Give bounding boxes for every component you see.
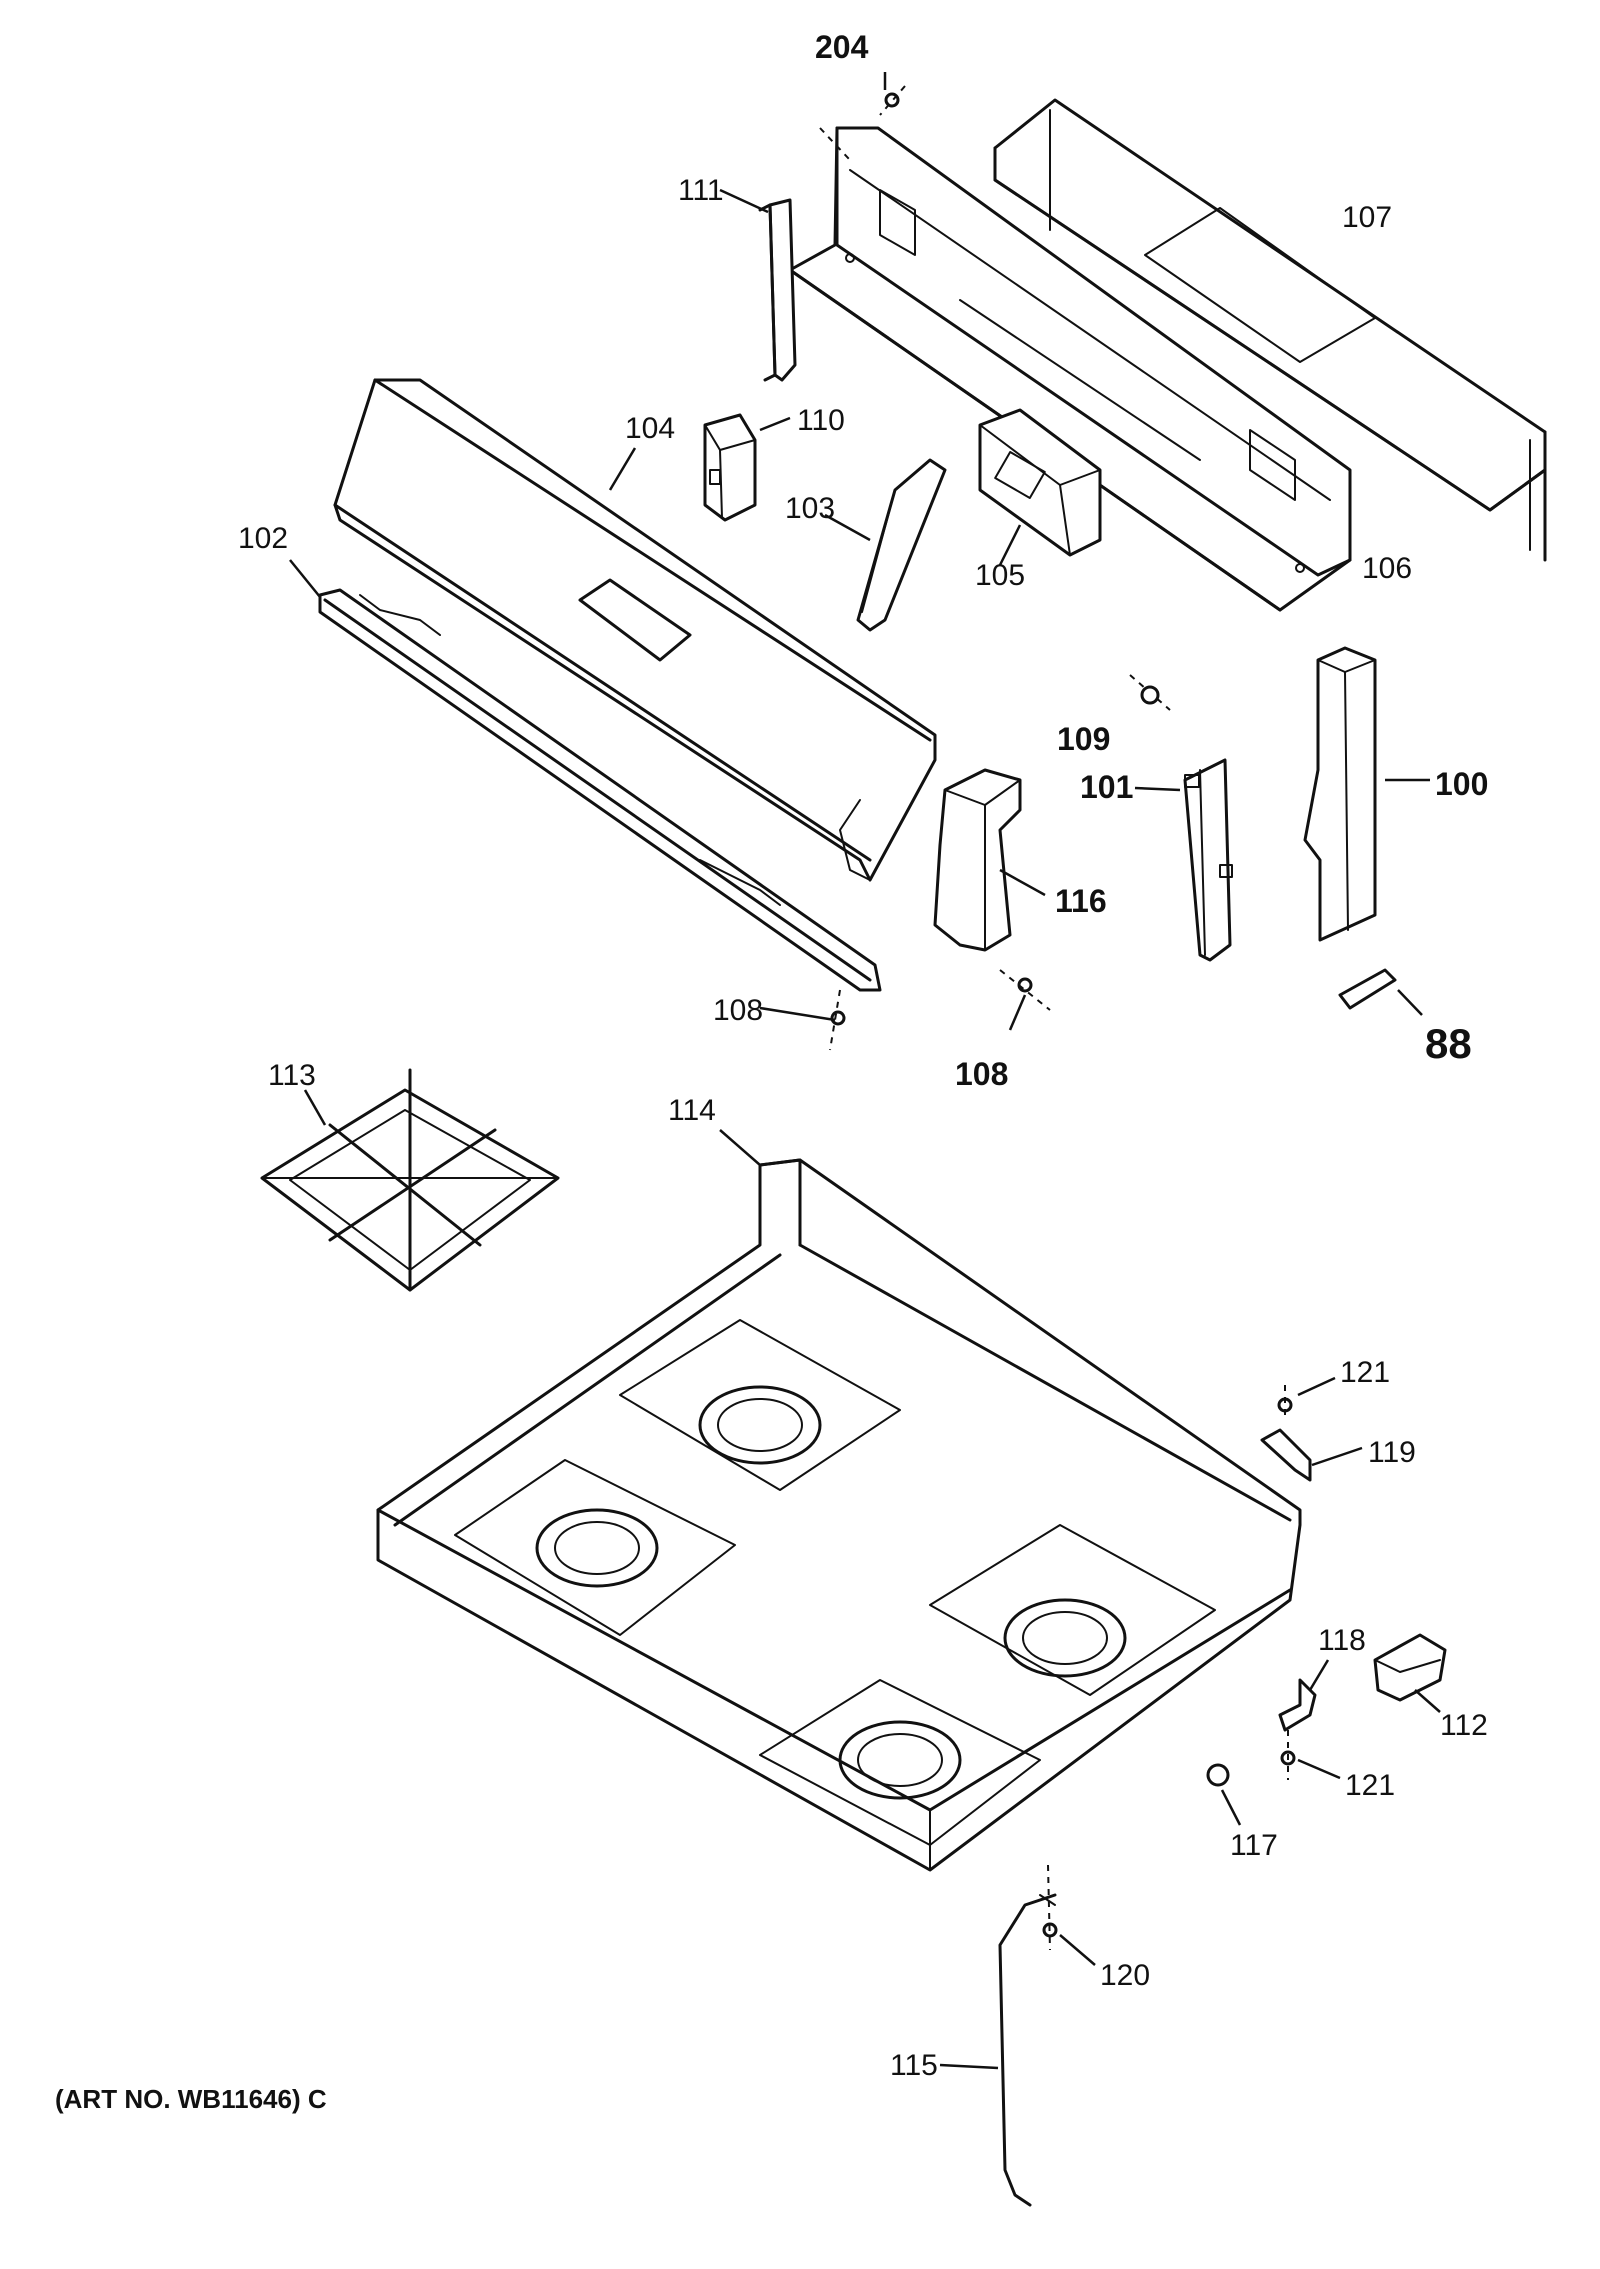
part-108-screw-left <box>759 1006 846 1026</box>
label-118: 118 <box>1318 1624 1366 1657</box>
label-115: 115 <box>890 2049 938 2082</box>
label-111: 111 <box>678 174 724 207</box>
part-121-screw-lower <box>1280 1730 1341 1780</box>
art-number: (ART NO. WB11646) C <box>55 2084 327 2114</box>
label-116: 116 <box>1055 883 1107 919</box>
part-115-rod <box>939 1893 1057 2207</box>
label-112: 112 <box>1440 1709 1488 1742</box>
part-119-bracket <box>1260 1428 1363 1482</box>
part-113-grate <box>260 1068 560 1292</box>
label-102: 102 <box>238 522 288 555</box>
part-120-screw <box>1042 1864 1096 1966</box>
label-103: 103 <box>785 492 835 525</box>
part-204-screw <box>879 72 906 116</box>
part-88-clip <box>1338 968 1423 1016</box>
part-107-backguard-cover <box>993 98 1547 562</box>
part-112-valve <box>1373 1633 1447 1713</box>
label-101: 101 <box>1080 769 1133 805</box>
part-100-side-panel <box>1303 646 1430 942</box>
part-105-clock-timer <box>978 408 1102 566</box>
label-117: 117 <box>1230 1829 1278 1862</box>
part-102-trim <box>289 559 882 1051</box>
part-103-bracket <box>824 458 947 632</box>
part-117-nut <box>1206 1763 1242 1826</box>
part-106-backguard <box>788 126 1352 612</box>
label-109: 109 <box>1057 721 1110 757</box>
label-120: 120 <box>1100 1959 1150 1992</box>
part-114-cooktop <box>376 1129 1302 1872</box>
part-111-bracket <box>719 188 797 382</box>
part-101-bracket <box>1134 758 1233 962</box>
part-109-nut <box>1129 674 1171 711</box>
label-88: 88 <box>1425 1020 1472 1067</box>
label-108-left: 108 <box>713 994 763 1027</box>
part-108-screw-right <box>999 969 1051 1031</box>
part-118-bracket <box>1278 1659 1330 1732</box>
label-104: 104 <box>625 412 675 445</box>
label-121-upper: 121 <box>1340 1356 1390 1389</box>
label-106: 106 <box>1362 552 1412 585</box>
label-110: 110 <box>797 404 845 437</box>
label-119: 119 <box>1368 1436 1416 1469</box>
label-108-right: 108 <box>955 1056 1008 1092</box>
label-100: 100 <box>1435 766 1488 802</box>
part-104-control-panel <box>333 378 937 882</box>
label-113: 113 <box>268 1059 316 1092</box>
part-116-shield <box>933 768 1046 952</box>
label-107: 107 <box>1342 201 1392 234</box>
part-110-switch <box>703 413 791 522</box>
label-121-lower: 121 <box>1345 1769 1395 1802</box>
label-204: 204 <box>815 29 869 65</box>
label-105: 105 <box>975 559 1025 592</box>
part-121-screw-upper <box>1277 1376 1336 1420</box>
label-114: 114 <box>668 1094 716 1127</box>
